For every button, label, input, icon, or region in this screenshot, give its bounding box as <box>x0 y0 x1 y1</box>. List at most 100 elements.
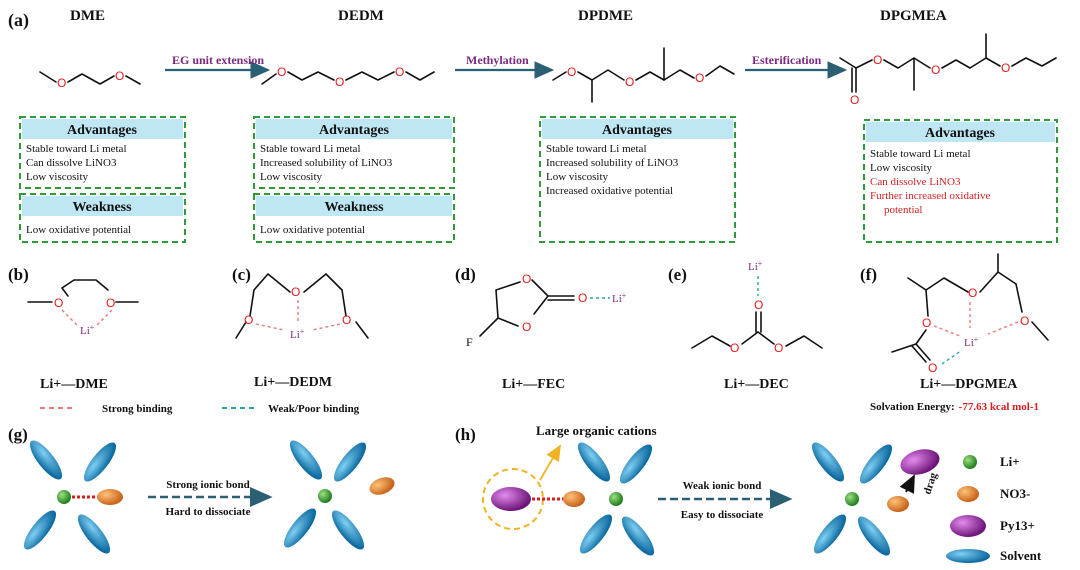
panel-label-f: (f) <box>860 265 877 284</box>
svg-text:Low viscosity: Low viscosity <box>870 162 933 174</box>
svg-text:O: O <box>115 69 124 83</box>
dme-structure: O O <box>39 69 141 90</box>
transform-esterification: Esterification <box>752 53 822 67</box>
molecule-name-dedm: DEDM <box>338 8 384 24</box>
svg-text:O: O <box>57 76 66 90</box>
svg-text:O: O <box>928 361 937 375</box>
solvation-energy-value: -77.63 kcal mol-1 <box>959 401 1039 413</box>
svg-text:O: O <box>922 316 931 330</box>
cluster-g-right <box>283 440 395 550</box>
label-large-organic-cations: Large organic cations <box>536 423 657 438</box>
ion-legend: Li+ NO3- Py13+ Solvent <box>946 454 1042 563</box>
svg-text:O: O <box>106 296 115 310</box>
svg-text:Further increased oxidative: Further increased oxidative <box>870 190 990 202</box>
g-line2: Hard to dissociate <box>166 506 251 518</box>
legend-strong-binding: Strong binding <box>102 403 173 415</box>
svg-text:potential: potential <box>884 204 923 216</box>
complex-label-li-fec: Li+—FEC <box>502 377 565 392</box>
panel-label-e: (e) <box>668 265 687 284</box>
svg-text:Low viscosity: Low viscosity <box>546 171 609 183</box>
svg-text:O: O <box>774 341 783 355</box>
svg-text:Weakness: Weakness <box>324 200 384 215</box>
svg-text:O: O <box>625 75 634 89</box>
svg-text:O: O <box>567 65 576 79</box>
svg-text:O: O <box>277 65 286 79</box>
panel-label-h: (h) <box>455 425 476 444</box>
dpdme-structure: O O O <box>552 47 735 103</box>
arrow-cations <box>539 444 561 481</box>
cluster-h-right <box>811 442 940 556</box>
label-drag: drag <box>921 471 939 496</box>
svg-text:O: O <box>291 285 300 299</box>
panel-label-g: (g) <box>8 425 28 444</box>
cluster-g-left <box>23 440 123 554</box>
panel-label-a: (a) <box>8 10 29 31</box>
molecule-name-dpdme: DPDME <box>578 8 633 24</box>
box-dme: Advantages Stable toward Li metal Can di… <box>19 116 186 243</box>
complex-label-li-dme: Li+—DME <box>40 377 108 392</box>
svg-text:O: O <box>578 291 587 305</box>
g-line1: Strong ionic bond <box>166 479 250 491</box>
svg-text:Can dissolve LiNO3: Can dissolve LiNO3 <box>26 157 117 169</box>
legend-li-swatch <box>963 455 977 469</box>
svg-text:O: O <box>695 71 704 85</box>
svg-text:O: O <box>1001 61 1010 75</box>
svg-text:Stable toward Li metal: Stable toward Li metal <box>26 143 127 155</box>
li-dedm-structure: O O O Li+ <box>235 273 369 341</box>
svg-text:O: O <box>395 65 404 79</box>
svg-text:Weakness: Weakness <box>72 200 132 215</box>
svg-text:O: O <box>522 272 531 286</box>
svg-text:O: O <box>522 320 531 334</box>
svg-text:Stable toward Li metal: Stable toward Li metal <box>260 143 361 155</box>
svg-text:Low oxidative potential: Low oxidative potential <box>260 224 365 236</box>
legend-no3: NO3- <box>1000 486 1030 501</box>
panel-label-d: (d) <box>455 265 476 284</box>
svg-text:O: O <box>54 296 63 310</box>
svg-text:Stable toward Li metal: Stable toward Li metal <box>546 143 647 155</box>
legend-solvent-swatch <box>946 549 990 563</box>
li-fec-structure: O O O F Li+ <box>466 272 627 349</box>
svg-text:Li+: Li+ <box>612 291 627 305</box>
svg-text:O: O <box>873 53 882 67</box>
dedm-structure: O O O <box>261 65 435 89</box>
svg-text:Can dissolve LiNO3: Can dissolve LiNO3 <box>870 176 961 188</box>
svg-text:Li+: Li+ <box>290 327 305 341</box>
svg-text:Advantages: Advantages <box>67 123 138 138</box>
box-dpgmea: Advantages Stable toward Li metal Low vi… <box>863 119 1058 243</box>
complex-label-li-dpgmea: Li+—DPGMEA <box>920 377 1018 392</box>
molecule-name-dme: DME <box>70 8 105 24</box>
svg-text:Advantages: Advantages <box>319 123 390 138</box>
svg-text:Increased oxidative potential: Increased oxidative potential <box>546 185 673 197</box>
li-dpgmea-structure: O O O O Li+ <box>891 253 1049 375</box>
panel-label-b: (b) <box>8 265 29 284</box>
legend-py13-swatch <box>950 515 986 537</box>
cluster-h-left <box>482 442 655 556</box>
solvation-energy-label: Solvation Energy:-77.63 kcal mol-1 <box>870 401 1039 413</box>
svg-text:O: O <box>931 63 940 77</box>
h-line1: Weak ionic bond <box>683 480 762 492</box>
box-dedm: Advantages Stable toward Li metal Increa… <box>253 116 455 243</box>
legend-no3-swatch <box>957 486 979 502</box>
svg-text:O: O <box>730 341 739 355</box>
svg-text:O: O <box>754 298 763 312</box>
li-dec-structure: Li+ O O O <box>691 259 823 355</box>
li-dme-structure: O O Li+ <box>27 279 139 337</box>
svg-text:Stable toward Li metal: Stable toward Li metal <box>870 148 971 160</box>
box-dpdme: Advantages Stable toward Li metal Increa… <box>539 116 736 243</box>
svg-text:O: O <box>244 313 253 327</box>
legend-py13: Py13+ <box>1000 518 1035 533</box>
svg-text:O: O <box>850 93 859 107</box>
svg-text:Increased solubility of LiNO3: Increased solubility of LiNO3 <box>546 157 679 169</box>
svg-text:Low viscosity: Low viscosity <box>26 171 89 183</box>
svg-text:O: O <box>335 75 344 89</box>
svg-text:Li+: Li+ <box>748 259 763 273</box>
molecule-name-dpgmea: DPGMEA <box>880 8 947 24</box>
svg-text:Li+: Li+ <box>964 335 979 349</box>
transform-methylation: Methylation <box>466 53 529 67</box>
svg-text:Li+: Li+ <box>80 323 95 337</box>
svg-text:Advantages: Advantages <box>925 126 996 141</box>
svg-text:Increased solubility of LiNO3: Increased solubility of LiNO3 <box>260 157 393 169</box>
svg-text:O: O <box>1020 314 1029 328</box>
complex-label-li-dedm: Li+—DEDM <box>254 375 332 390</box>
